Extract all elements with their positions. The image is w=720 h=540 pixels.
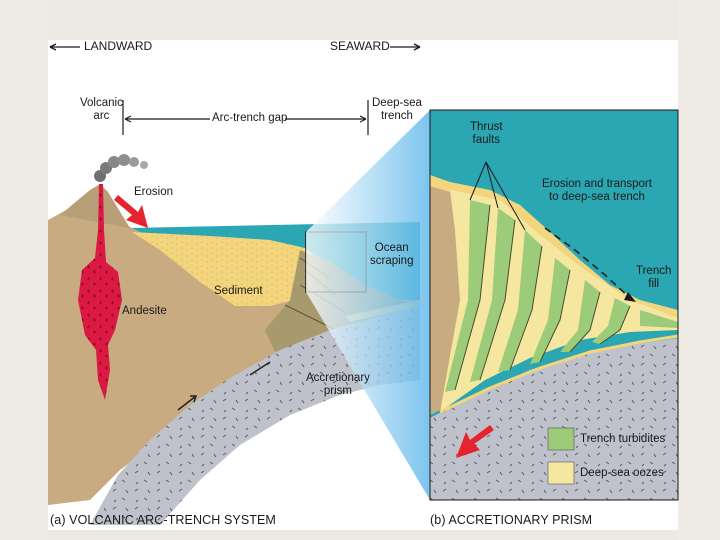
seaward-label: SEAWARD bbox=[330, 40, 390, 54]
ocean-scraping-label: Ocean scraping bbox=[370, 242, 413, 268]
thrust-faults-label: Thrust faults bbox=[470, 121, 503, 147]
sediment-label: Sediment bbox=[214, 285, 263, 298]
erosion-label: Erosion bbox=[134, 186, 173, 199]
deep-sea-trench-label: Deep-sea trench bbox=[372, 97, 422, 123]
panel-a-caption: (a) VOLCANIC ARC-TRENCH SYSTEM bbox=[50, 513, 276, 527]
legend-swatch-turbidites bbox=[548, 428, 574, 450]
landward-label: LANDWARD bbox=[84, 40, 152, 54]
legend-swatch-oozes bbox=[548, 462, 574, 484]
legend-turbidites-label: Trench turbidites bbox=[580, 433, 665, 446]
legend-oozes-label: Deep-sea oozes bbox=[580, 467, 664, 480]
accretionary-prism-label: Accretionary prism bbox=[306, 372, 370, 398]
panel-b-caption: (b) ACCRETIONARY PRISM bbox=[430, 513, 592, 527]
volcanic-arc-label: Volcanic arc bbox=[80, 97, 123, 123]
trench-fill-label: Trench fill bbox=[636, 265, 671, 291]
arc-trench-gap-label: Arc-trench gap bbox=[212, 112, 287, 125]
erosion-transport-label: Erosion and transport to deep-sea trench bbox=[542, 178, 652, 204]
andesite-label: Andesite bbox=[122, 305, 167, 318]
